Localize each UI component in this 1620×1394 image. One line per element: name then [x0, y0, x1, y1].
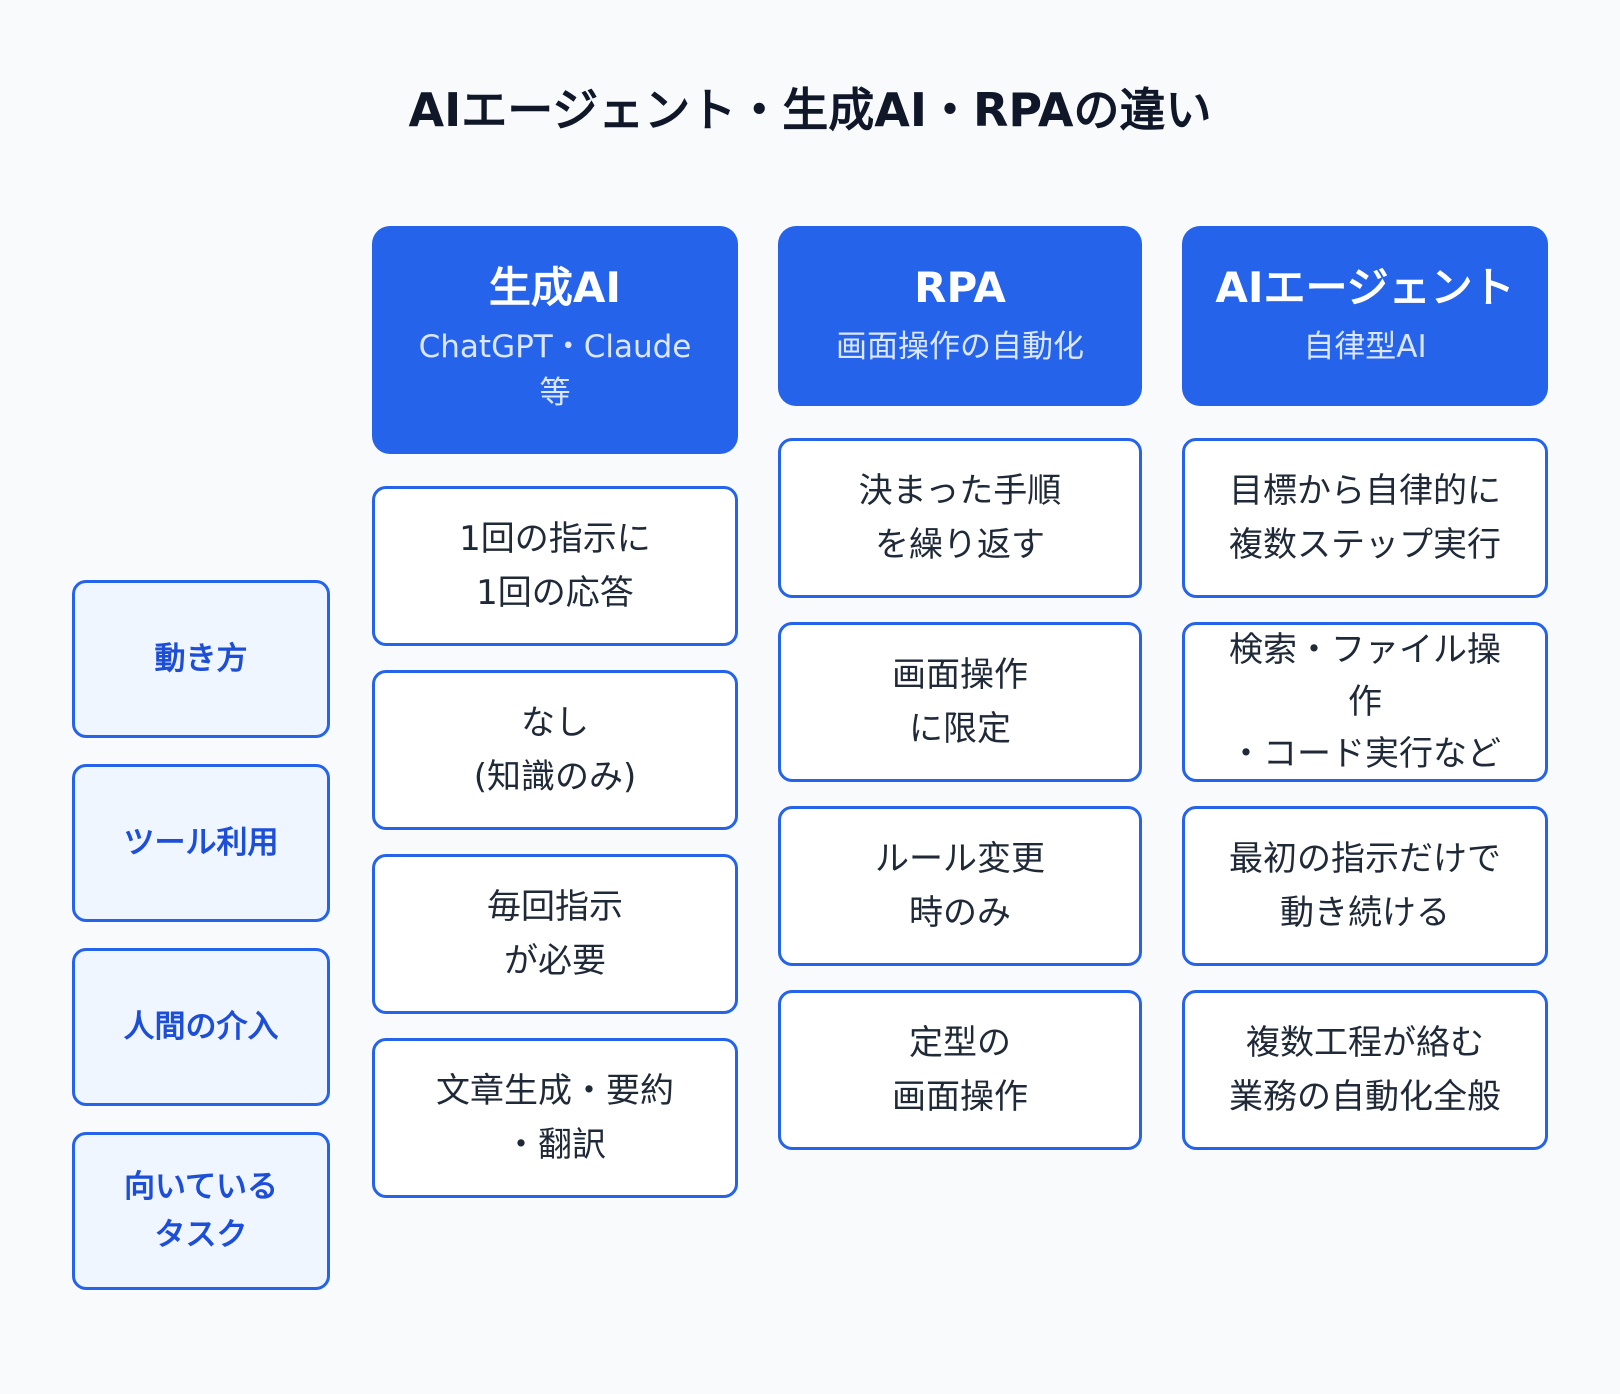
column-title: 生成AI: [488, 263, 622, 312]
row-label-human-intervention: 人間の介入: [72, 948, 330, 1106]
cell-generative-ai-behavior: 1回の指示に 1回の応答: [372, 486, 738, 646]
cell-ai-agent-tool-use: 検索・ファイル操 作 ・コード実行など: [1182, 622, 1548, 782]
cell-rpa-tool-use: 画面操作 に限定: [778, 622, 1142, 782]
cell-generative-ai-human-intervention: 毎回指示 が必要: [372, 854, 738, 1014]
cell-generative-ai-tool-use: なし (知識のみ): [372, 670, 738, 830]
column-subtitle: ChatGPT・Claude 等: [418, 329, 692, 411]
column-subtitle: 自律型AI: [1303, 329, 1427, 365]
page-title: AIエージェント・生成AI・RPAの違い: [408, 83, 1212, 137]
cell-ai-agent-behavior: 目標から自律的に 複数ステップ実行: [1182, 438, 1548, 598]
row-label-behavior: 動き方: [72, 580, 330, 738]
column-title: AIエージェント: [1215, 263, 1515, 312]
cell-rpa-suitable-tasks: 定型の 画面操作: [778, 990, 1142, 1150]
column-header-generative-ai: 生成AI ChatGPT・Claude 等: [372, 226, 738, 454]
column-subtitle: 画面操作の自動化: [836, 329, 1084, 365]
column-header-rpa: RPA 画面操作の自動化: [778, 226, 1142, 406]
row-label-suitable-tasks: 向いている タスク: [72, 1132, 330, 1290]
row-label-tool-use: ツール利用: [72, 764, 330, 922]
cell-generative-ai-suitable-tasks: 文章生成・要約 ・翻訳: [372, 1038, 738, 1198]
cell-rpa-behavior: 決まった手順 を繰り返す: [778, 438, 1142, 598]
cell-rpa-human-intervention: ルール変更 時のみ: [778, 806, 1142, 966]
column-title: RPA: [914, 263, 1006, 312]
cell-ai-agent-human-intervention: 最初の指示だけで 動き続ける: [1182, 806, 1548, 966]
column-header-ai-agent: AIエージェント 自律型AI: [1182, 226, 1548, 406]
cell-ai-agent-suitable-tasks: 複数工程が絡む 業務の自動化全般: [1182, 990, 1548, 1150]
